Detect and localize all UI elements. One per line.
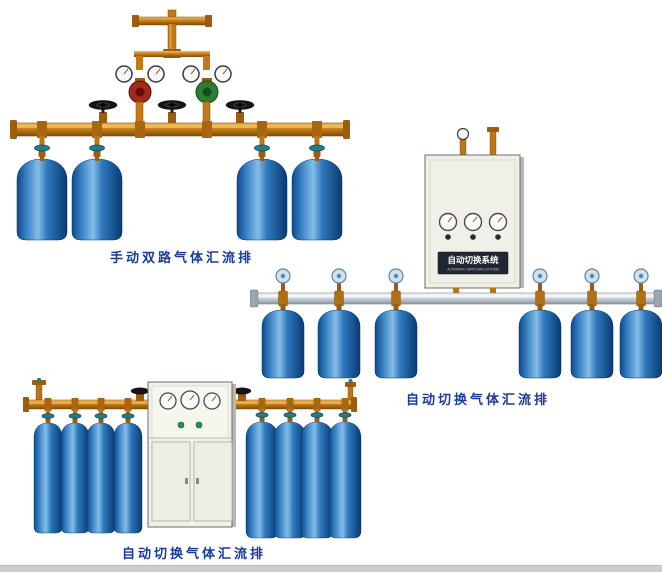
gas-cylinders-right (245, 421, 362, 539)
station-valve-wheels (275, 268, 649, 291)
valve-handwheel (532, 268, 548, 291)
black-handwheel-valve (157, 100, 187, 123)
gas-cylinder (86, 422, 116, 534)
manifold-header-pipe (250, 289, 662, 308)
pressure-regulator-right (182, 65, 232, 125)
manifold-side-pipes (23, 378, 357, 412)
cylinder-valve (283, 409, 297, 422)
cylinder-valve (121, 409, 135, 423)
cabinet-plate-title: 自动切换系统 (447, 255, 499, 265)
gas-cylinder (33, 422, 63, 534)
cylinder-valve (34, 144, 50, 161)
control-knob (495, 234, 501, 240)
control-knob (470, 234, 476, 240)
page-bottom-divider (0, 565, 662, 572)
cylinder-valve (310, 409, 324, 422)
cylinder-valve (309, 144, 325, 161)
cylinder-valve (89, 144, 105, 161)
gas-cylinders (261, 304, 662, 379)
control-knob (445, 234, 451, 240)
pressure-gauge (456, 127, 470, 141)
valve-handwheel (388, 268, 404, 291)
door-handle (185, 478, 188, 484)
gas-cylinder (245, 421, 279, 539)
figure-manual-dual-manifold-illustration (10, 9, 350, 241)
shutoff-valve-handwheels (88, 100, 255, 123)
cabinet-plate-subtitle: AUTOMATIC SWITCHING SYSTEM (447, 268, 499, 272)
control-knob (195, 421, 203, 429)
control-knob (177, 421, 185, 429)
gas-cylinder (317, 309, 361, 379)
cylinder-pigtail-connections (39, 136, 320, 149)
control-cabinet: 自动切换系统 AUTOMATIC SWITCHING SYSTEM (424, 154, 524, 294)
gas-cylinder (291, 158, 343, 241)
manifold-header-pipe (10, 120, 350, 139)
door-handle (196, 478, 199, 484)
figure-caption-auto-floor: 自动切换气体汇流排 (122, 546, 267, 561)
figure-auto-switch-floor-illustration (23, 378, 362, 539)
figure-auto-switch-wall-illustration: 自动切换系统 AUTOMATIC SWITCHING SYSTEM (250, 127, 662, 379)
cabinet-name-plate (437, 251, 509, 275)
cabinet-door-right (193, 441, 233, 522)
cylinder-valve (255, 409, 269, 422)
gas-cylinder (570, 309, 614, 379)
pressure-regulator-left (115, 65, 165, 125)
valve-handwheel (633, 268, 649, 291)
supply-pipe-assembly (132, 9, 212, 70)
valve-handwheel (331, 268, 347, 291)
control-cabinet (147, 381, 236, 528)
valve-handwheel (584, 268, 600, 291)
black-handwheel-valve (225, 100, 255, 123)
cabinet-door-left (151, 441, 191, 522)
gas-cylinders-left (33, 422, 143, 534)
black-handwheel-valve (232, 387, 252, 401)
gas-cylinder (71, 158, 123, 241)
cabinet-top-fittings (456, 127, 499, 157)
cylinder-valve (338, 409, 352, 422)
cylinder-valves (41, 409, 352, 423)
figure-caption-auto-wall: 自动切换气体汇流排 (406, 392, 551, 407)
cylinder-valve (68, 409, 82, 423)
gas-cylinder (60, 422, 90, 534)
black-handwheel-valve (88, 100, 118, 123)
gas-cylinder (113, 422, 143, 534)
figure-caption-manual-dual: 手动双路气体汇流排 (110, 250, 255, 265)
cylinder-valve (94, 409, 108, 423)
gas-cylinder (518, 309, 562, 379)
cylinder-valves (34, 144, 325, 161)
gas-cylinder (374, 309, 418, 379)
cylinder-valve (254, 144, 270, 161)
gas-cylinder (16, 158, 68, 241)
gas-cylinder (619, 309, 662, 379)
gas-cylinder (236, 158, 288, 241)
black-handwheel-valve (130, 387, 150, 401)
gas-cylinder (328, 421, 362, 539)
valve-handwheel (275, 268, 291, 291)
gas-cylinder (261, 309, 305, 379)
gas-cylinders (16, 158, 343, 241)
cylinder-valve (41, 409, 55, 423)
gas-cylinder (300, 421, 334, 539)
